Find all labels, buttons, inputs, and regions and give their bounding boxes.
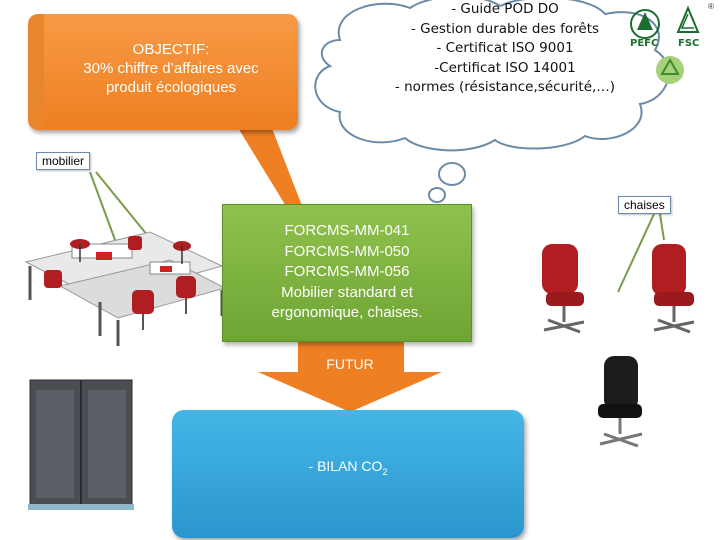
- fsc-logo-text: FSC: [678, 38, 700, 49]
- product-line: FORCMS-MM-050: [284, 242, 410, 260]
- product-line: Mobilier standard et: [281, 283, 413, 301]
- chaises-pointer-1: [617, 213, 655, 293]
- red-chair-image-1: [542, 244, 585, 334]
- futur-label: FUTUR: [326, 356, 374, 372]
- pefc-logo: [630, 9, 660, 39]
- objective-pointer: [232, 118, 306, 216]
- thought-cloud: [314, 0, 670, 152]
- cloud-line: -Certificat ISO 14001: [434, 59, 576, 76]
- cloud-line: - Guide POD DO: [451, 1, 559, 17]
- product-line: ergonomique, chaises.: [271, 304, 423, 321]
- cloud-line: - normes (résistance,sécurité,…): [394, 79, 616, 95]
- fsc-logo: [676, 5, 700, 33]
- chaises-label: chaises: [618, 196, 671, 214]
- objective-callout: OBJECTIF: 30% chiffre d’affaires avec pr…: [28, 14, 298, 130]
- mobilier-pointer-2: [95, 171, 149, 237]
- futur-arrow: [258, 342, 442, 412]
- thought-bubble-large: [438, 162, 466, 186]
- pefc-logo-text: PEFC: [630, 38, 659, 49]
- co2-balance-box: - BILAN CO2: [172, 410, 524, 538]
- mobilier-pointer-1: [89, 171, 119, 249]
- black-chair-image: [598, 356, 643, 448]
- objective-line-3: produit écologiques: [105, 79, 237, 96]
- office-desk-image: [24, 231, 227, 346]
- thought-bubble-medium: [428, 187, 446, 203]
- cloud-line: - Gestion durable des forêts: [410, 20, 600, 37]
- co2-text: - BILAN CO: [308, 458, 383, 474]
- storage-cabinet-image: [28, 379, 134, 510]
- registered-mark: ®: [708, 2, 714, 11]
- red-chair-image-2: [652, 244, 695, 334]
- co2-subscript: 2: [382, 466, 388, 477]
- product-line: FORCMS-MM-041: [284, 222, 410, 239]
- mobilier-label: mobilier: [36, 152, 91, 170]
- recycle-logo: [656, 56, 684, 84]
- cloud-line: - Certificat ISO 9001: [436, 40, 574, 56]
- cloud-text: - Guide POD DO - Gestion durable des for…: [360, 0, 650, 98]
- chaises-pointer-2: [659, 213, 665, 241]
- product-codes-box: FORCMS-MM-041 FORCMS-MM-050 FORCMS-MM-05…: [222, 204, 472, 342]
- objective-title: OBJECTIF:: [132, 41, 210, 58]
- objective-line-2: 30% chiffre d’affaires avec: [83, 60, 259, 77]
- product-line: FORCMS-MM-056: [284, 263, 410, 280]
